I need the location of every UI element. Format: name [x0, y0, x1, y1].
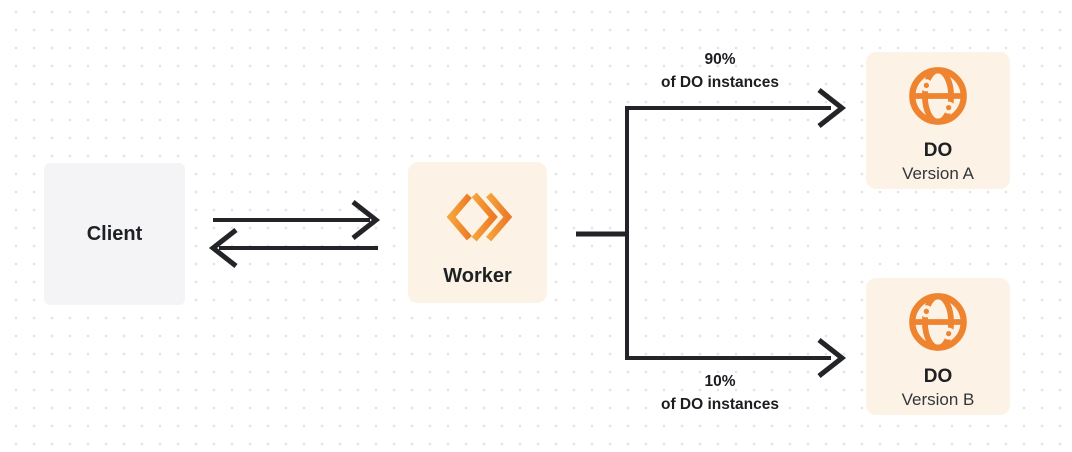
- split-label-10-percent: 10%: [704, 373, 736, 390]
- do-version-b-node: DO Version B: [866, 278, 1010, 415]
- do-version-a-node: DO Version A: [866, 52, 1010, 189]
- do-a-subtitle: Version A: [902, 164, 974, 183]
- do-b-subtitle: Version B: [901, 390, 975, 409]
- do-a-title: DO: [923, 140, 953, 161]
- client-node: Client: [44, 163, 185, 305]
- arrowhead-right-icon: [817, 88, 847, 128]
- client-label: Client: [86, 222, 143, 245]
- split-label-10-caption: of DO instances: [661, 396, 779, 413]
- worker-node: Worker: [408, 162, 547, 303]
- workers-icon: [446, 191, 512, 243]
- durable-object-globe-icon: [907, 291, 969, 353]
- worker-label: Worker: [443, 265, 512, 287]
- arrowhead-left-icon: [208, 228, 238, 268]
- split-label-90-percent: 90%: [704, 51, 736, 68]
- split-label-90: 90% of DO instances: [610, 48, 830, 94]
- split-label-10: 10% of DO instances: [610, 370, 830, 416]
- split-label-90-caption: of DO instances: [661, 74, 779, 91]
- arrowhead-right-icon: [351, 200, 381, 240]
- do-b-title: DO: [923, 366, 953, 387]
- split-bracket: [625, 106, 831, 360]
- durable-object-globe-icon: [907, 65, 969, 127]
